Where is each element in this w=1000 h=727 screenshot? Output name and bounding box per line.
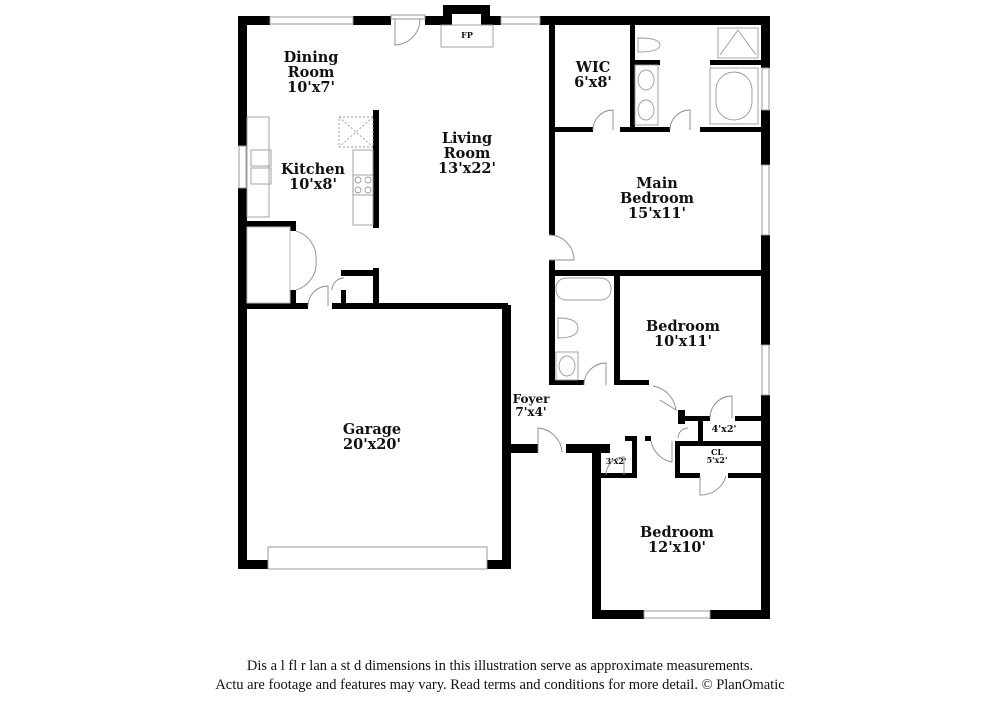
fixtures [246, 24, 759, 381]
room-name: Bedroom [646, 318, 720, 335]
room-label-closet-4x2: 4'x2' [712, 425, 737, 435]
disclaimer-line-1: Dis a l fl r lan a st d dimensions in th… [246, 658, 754, 674]
windows [238, 16, 770, 619]
room-dimensions: 10'x11' [654, 333, 712, 351]
laundry-outline [246, 226, 291, 304]
room-label-kitchen: Kitchen 10'x8' [281, 161, 345, 194]
room-dimensions: 10'x8' [289, 176, 337, 194]
room-dimensions: 4'x2' [711, 424, 737, 435]
room-label-foyer: Foyer 7'x4' [513, 393, 550, 418]
room-label-main-bedroom: Main Bedroom 15'x11' [620, 176, 694, 222]
fireplace-label: FP [461, 30, 473, 40]
doors [295, 14, 733, 496]
room-dimensions: 5'x2' [706, 455, 728, 466]
room-label-closet-cl: CL 5'x2' [707, 448, 728, 465]
room-dimensions: 15'x11' [628, 205, 686, 223]
disclaimer-line-2: Actu are footage and features may vary. … [215, 677, 785, 693]
room-name: Main [636, 175, 678, 192]
room-label-dining-room: Dining Room 10'x7' [284, 50, 339, 96]
room-label-closet-3x2: 3'x2' [605, 456, 627, 466]
room-name: WIC [575, 59, 611, 76]
room-name: Room [443, 145, 491, 163]
room-name: Living [441, 130, 493, 147]
room-name: CL [711, 447, 723, 457]
room-label-wic: WIC 6'x8' [574, 59, 612, 92]
room-dimensions: 3'x2' [605, 456, 627, 466]
room-dimensions: 7'x4' [515, 404, 547, 419]
disclaimer-footer: Dis a l fl r lan a st d dimensions in th… [0, 657, 1000, 695]
interior-walls [238, 25, 761, 478]
room-label-living-room: Living Room 13'x22' [438, 131, 496, 177]
room-dimensions: 10'x7' [287, 79, 335, 97]
room-name: Bedroom [640, 524, 714, 541]
room-dimensions: 20'x20' [343, 436, 401, 454]
room-dimensions: 6'x8' [574, 74, 612, 92]
fireplace-text: FP [461, 30, 473, 40]
room-dimensions: 13'x22' [438, 160, 496, 178]
room-label-bedroom-2: Bedroom 10'x11' [646, 318, 720, 351]
room-name: Room [287, 64, 335, 82]
room-name: Garage [342, 421, 402, 438]
walls [238, 5, 770, 619]
room-name: Foyer [512, 392, 550, 406]
room-name: Dining [283, 49, 339, 66]
room-label-bedroom-3: Bedroom 12'x10' [640, 524, 714, 557]
room-name: Kitchen [281, 161, 345, 178]
room-name: Bedroom [620, 190, 694, 208]
room-dimensions: 12'x10' [648, 539, 706, 557]
room-label-garage: Garage 20'x20' [342, 421, 402, 454]
